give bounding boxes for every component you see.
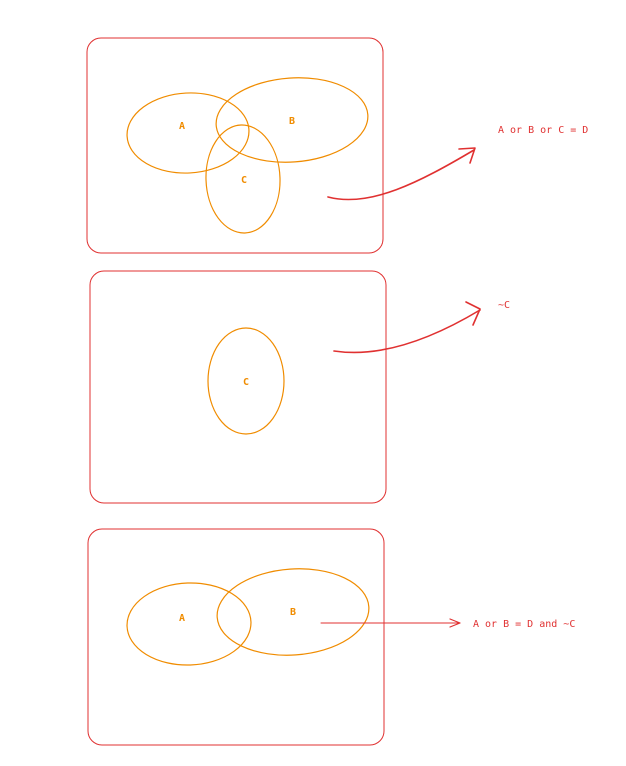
panel-2-arrowhead bbox=[465, 301, 481, 326]
set-a-ellipse bbox=[126, 582, 252, 666]
set-c-ellipse bbox=[205, 124, 281, 234]
set-c-label: C bbox=[241, 175, 247, 186]
set-c-label: C bbox=[243, 377, 249, 388]
panel-2-arrow bbox=[333, 309, 481, 354]
panel-2-frame bbox=[89, 270, 387, 504]
set-b-label: B bbox=[289, 116, 295, 127]
set-c-ellipse bbox=[207, 327, 285, 435]
set-a-label: A bbox=[179, 121, 185, 132]
panel-2: C ~C bbox=[89, 270, 510, 504]
panel-1: A B C A or B or C = D bbox=[86, 37, 588, 254]
panel-3-result-note: A or B = D and ~C bbox=[473, 619, 575, 630]
panel-2-result-note: ~C bbox=[498, 300, 510, 311]
panel-3-frame bbox=[87, 528, 385, 746]
set-b-ellipse bbox=[216, 568, 370, 656]
set-a-ellipse bbox=[126, 92, 250, 174]
panel-1-frame bbox=[86, 37, 384, 254]
panel-1-result-note: A or B or C = D bbox=[498, 125, 588, 136]
panel-1-arrow bbox=[327, 149, 475, 201]
set-b-ellipse bbox=[215, 77, 369, 163]
set-a-label: A bbox=[179, 613, 185, 624]
set-b-label: B bbox=[290, 607, 296, 618]
panel-3: A B A or B = D and ~C bbox=[87, 528, 575, 746]
panel-1-arrowhead bbox=[458, 147, 476, 164]
